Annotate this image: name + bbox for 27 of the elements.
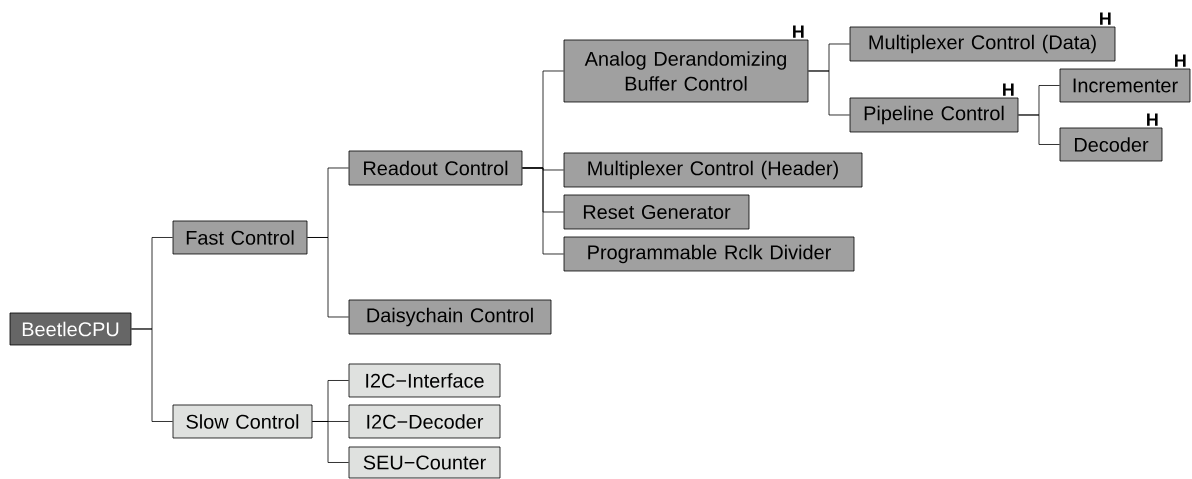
process-box: Slow Control [172, 404, 313, 439]
connector-line [307, 237, 349, 318]
connector-line [522, 167, 564, 255]
connector-line [1018, 114, 1060, 145]
marker-label: H [1147, 113, 1158, 126]
process-box: Multiplexer Control (Header) [563, 152, 863, 188]
process-box: Reset Generator [563, 194, 750, 230]
process-box: Analog Derandomizing Buffer Control [563, 39, 809, 103]
marker-label: H [1175, 54, 1186, 67]
process-box: BeetleCPU [9, 312, 132, 346]
connector-line [808, 70, 850, 116]
process-box: Incrementer [1059, 68, 1191, 103]
process-box: I2C−Interface [348, 363, 501, 398]
process-box: I2C−Decoder [348, 404, 501, 439]
process-box: Pipeline Control [849, 97, 1019, 133]
process-box: Programmable Rclk Divider [563, 236, 855, 272]
connector-line [312, 421, 349, 463]
marker-label: H [1003, 83, 1014, 96]
marker-label: H [1100, 12, 1111, 25]
process-box: Daisychain Control [348, 299, 552, 335]
process-box: SEU−Counter [348, 446, 501, 479]
process-box: Fast Control [172, 220, 308, 255]
connector-line [131, 328, 173, 422]
process-box: Readout Control [348, 150, 523, 186]
process-box: Decoder [1059, 127, 1163, 162]
marker-label: H [793, 25, 804, 38]
process-box: Multiplexer Control (Data) [849, 26, 1116, 62]
